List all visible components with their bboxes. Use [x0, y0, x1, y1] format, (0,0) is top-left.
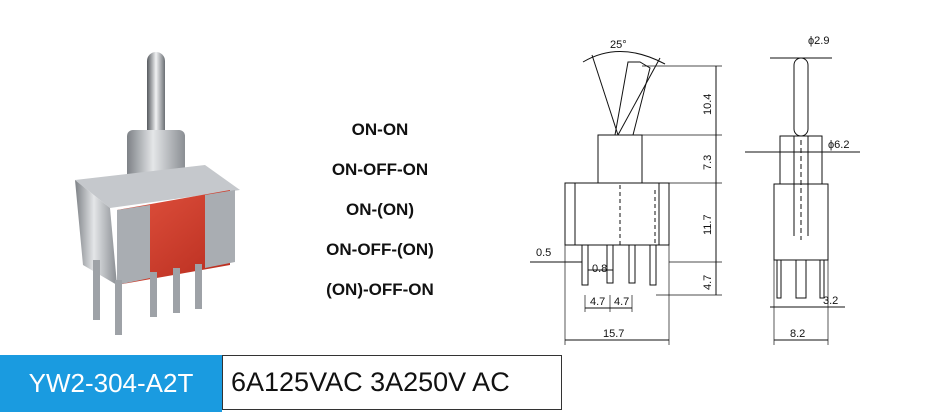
dim-bushing-diameter: 6.2 — [834, 139, 849, 151]
dim-angle: 25° — [610, 39, 627, 51]
frame-side — [75, 180, 117, 285]
model-number: YW2-304-A2T — [0, 355, 222, 412]
dim-pin-offset: 3.2 — [823, 295, 838, 307]
body-outline — [564, 182, 670, 246]
dim-body-height: 11.7 — [702, 214, 714, 235]
side-lever-outline — [793, 57, 809, 137]
pin-shape — [150, 272, 157, 317]
product-photo — [55, 40, 260, 340]
side-pin-outline — [795, 259, 807, 299]
side-pin-outline — [819, 259, 825, 299]
dim-pitch-right: 4.7 — [614, 296, 629, 308]
pin-outline — [628, 244, 636, 284]
dim-lever-height: 10.4 — [702, 94, 714, 115]
dim-pin-width: 0.5 — [536, 247, 551, 259]
dim-side-width: 8.2 — [790, 328, 805, 340]
diameter-symbol: ϕ — [808, 35, 814, 47]
dim-bushing-diameter-label: ϕ6.2 — [828, 139, 849, 151]
mode-item: ON-ON — [351, 120, 409, 139]
dim-lever-diameter: 2.9 — [814, 35, 829, 47]
pin-shape — [93, 260, 100, 320]
mode-item: ON-OFF-(ON) — [326, 240, 434, 259]
pin-shape — [195, 264, 202, 309]
lever-shape — [147, 52, 165, 142]
dimension-svg: 25° 10.4 7.3 11.7 4.7 0.5 0.8 — [530, 35, 860, 345]
dim-pin-thickness: 0.8 — [592, 263, 607, 275]
angle-arc — [582, 51, 666, 65]
dimension-drawing: 25° 10.4 7.3 11.7 4.7 0.5 0.8 — [510, 30, 890, 350]
frame-front — [117, 205, 150, 285]
model-bar: YW2-304-A2T 6A125VAC 3A250V AC — [0, 355, 930, 412]
toggle-switch-illustration — [75, 52, 240, 335]
pin-shape — [173, 268, 180, 313]
mode-item: ON-(ON) — [346, 200, 414, 219]
dim-lever-diameter-label: ϕ2.9 — [808, 35, 829, 47]
pin-shape — [115, 280, 122, 335]
mode-item: ON-OFF-ON — [331, 160, 429, 179]
dim-pitch-left: 4.7 — [590, 296, 605, 308]
rating-text: 6A125VAC 3A250V AC — [222, 355, 562, 410]
dim-body-width: 15.7 — [603, 328, 624, 340]
mode-item: (ON)-OFF-ON — [326, 280, 434, 299]
side-pin-outline — [776, 259, 782, 299]
pin-outline — [649, 244, 657, 286]
pin-outline — [606, 244, 614, 284]
diameter-symbol: ϕ — [828, 139, 834, 151]
lever-outline — [614, 61, 651, 136]
frame-back — [205, 190, 235, 268]
frame-top — [75, 165, 240, 208]
angle-line — [617, 57, 661, 136]
pin-outline — [581, 244, 589, 286]
dim-pin-length: 4.7 — [702, 275, 714, 290]
mode-list: ON-ON ON-OFF-ON ON-(ON) ON-OFF-(ON) (ON)… — [285, 118, 475, 318]
bushing-outline — [597, 134, 643, 184]
dim-bushing-height: 7.3 — [702, 155, 714, 170]
angle-line — [591, 54, 619, 136]
